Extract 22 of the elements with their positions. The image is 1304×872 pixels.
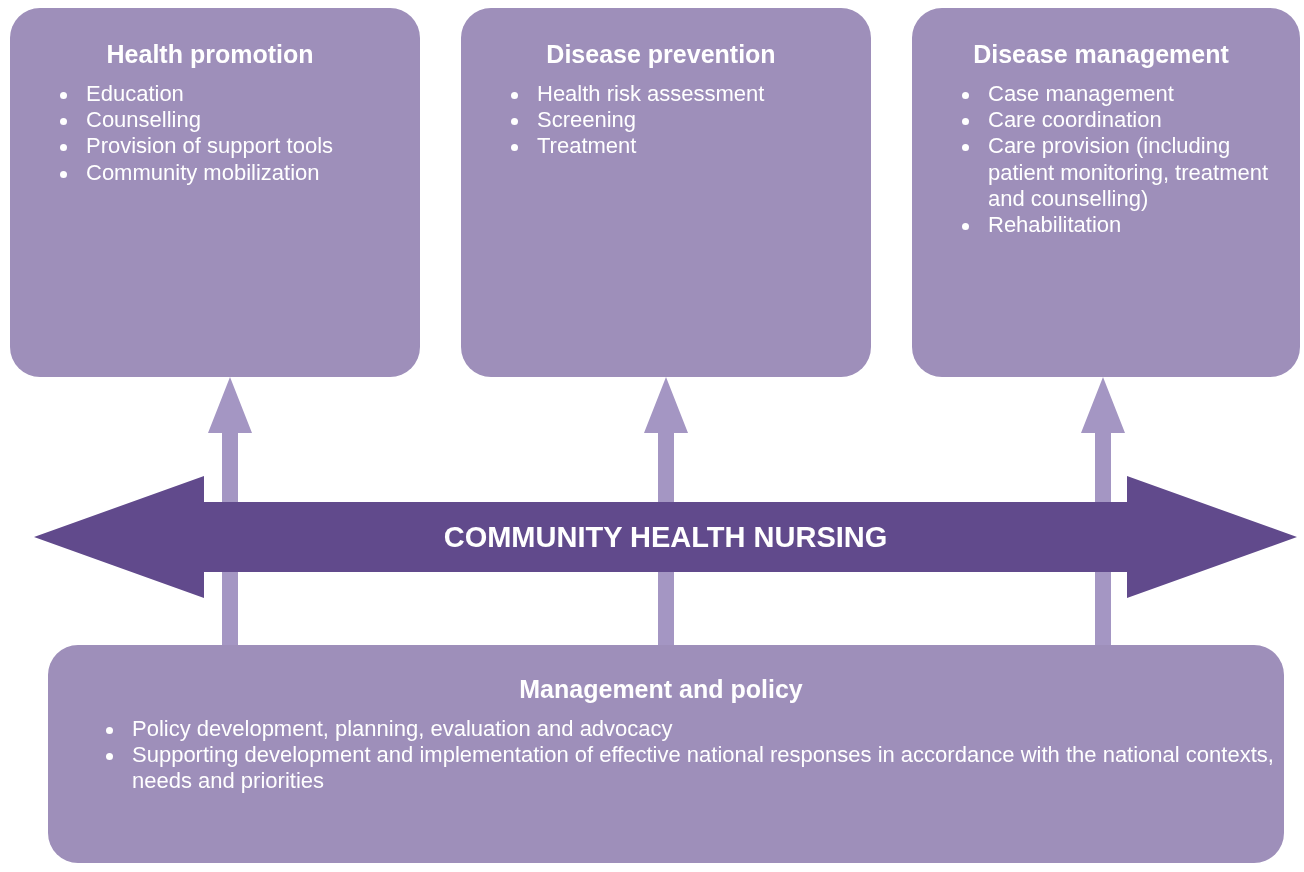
bullet-item: Community mobilization — [86, 159, 320, 185]
rounded-box — [48, 645, 1284, 863]
rounded-box — [10, 8, 420, 377]
bullet-item: Health risk assessment — [537, 80, 765, 106]
bullet-item: Policy development, planning, evaluation and advocacy — [132, 715, 673, 741]
bullet-item: Provision of support tools — [86, 133, 334, 159]
bullet-item: Supporting development and implementation of effective national responses in accordance with the national contexts, needs and priorities — [132, 741, 1274, 794]
bullet-item: Treatment — [537, 133, 637, 159]
bullet-item: Counselling — [86, 106, 201, 132]
bullet-item: Care coordination — [988, 106, 1162, 132]
bullet-item: Rehabilitation — [988, 212, 1122, 238]
rounded-box — [912, 8, 1300, 377]
box-heading: Health promotion — [105, 39, 315, 70]
rounded-box — [461, 8, 871, 377]
bullet-item: Screening — [537, 106, 637, 132]
bullet-item: Care provision (including patient monitoring, treatment and counselling) — [988, 133, 1269, 212]
box-heading: Disease prevention — [545, 39, 777, 70]
band-label: COMMUNITY HEALTH NURSING — [442, 520, 889, 554]
bullet-item: Education — [86, 80, 184, 106]
bullet-item: Case management — [988, 80, 1174, 106]
box-heading: Disease management — [972, 39, 1230, 70]
box-heading: Management and policy — [518, 674, 804, 705]
